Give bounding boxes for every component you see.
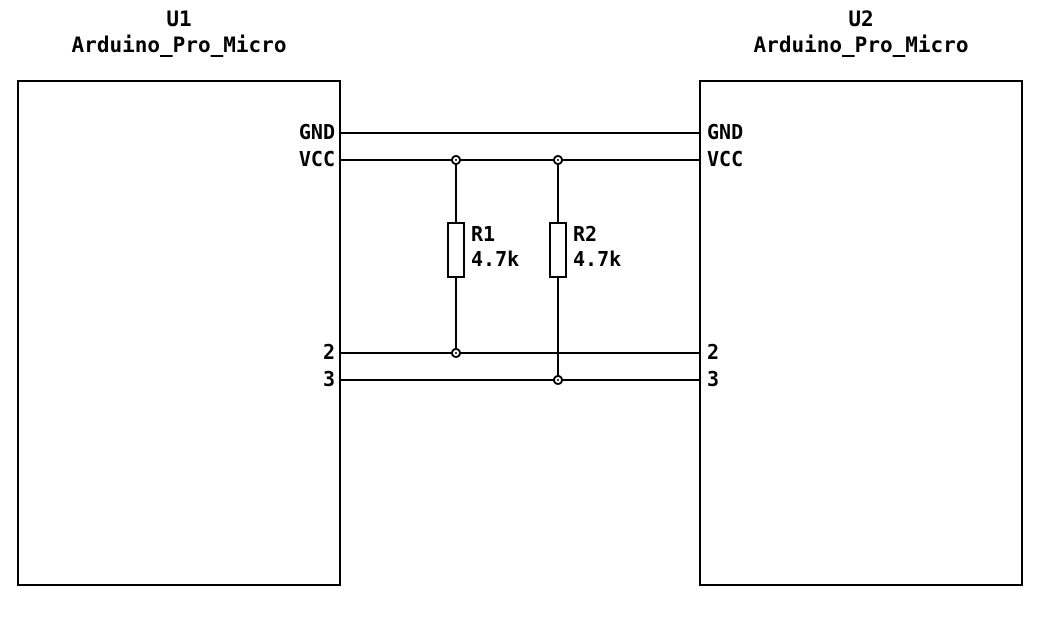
u1-pin-vcc-label: VCC xyxy=(298,147,335,171)
u1-pin-gnd-label: GND xyxy=(298,120,335,144)
u2-pin-3-label: 3 xyxy=(707,367,720,391)
u2-pin-vcc-label: VCC xyxy=(707,147,744,171)
r1-body xyxy=(447,222,465,278)
junction-r2-pin3 xyxy=(553,375,563,385)
wire-gnd xyxy=(341,132,699,134)
u1-pin-3-label: 3 xyxy=(322,367,335,391)
u2-pin-gnd-label: GND xyxy=(707,120,744,144)
junction-r1-vcc xyxy=(451,155,461,165)
u1-pin-2-label: 2 xyxy=(322,340,335,364)
junction-r1-pin2 xyxy=(451,348,461,358)
u1-symbol-body xyxy=(17,80,341,586)
wire-vcc xyxy=(341,159,699,161)
r2-reference: R2 xyxy=(573,222,598,246)
u2-title-block: U2 Arduino_Pro_Micro xyxy=(699,6,1023,58)
u1-value: Arduino_Pro_Micro xyxy=(71,33,287,57)
u2-value: Arduino_Pro_Micro xyxy=(753,33,969,57)
r2-value: 4.7k xyxy=(573,247,622,271)
u1-reference: U1 xyxy=(166,7,192,31)
r1-reference: R1 xyxy=(471,222,496,246)
junction-r2-vcc xyxy=(553,155,563,165)
u2-pin-2-label: 2 xyxy=(707,340,720,364)
wire-pin2 xyxy=(341,352,699,354)
r1-value: 4.7k xyxy=(471,247,520,271)
r2-body xyxy=(549,222,567,278)
u1-title-block: U1 Arduino_Pro_Micro xyxy=(17,6,341,58)
u2-symbol-body xyxy=(699,80,1023,586)
wire-pin3 xyxy=(341,379,699,381)
u2-reference: U2 xyxy=(848,7,874,31)
